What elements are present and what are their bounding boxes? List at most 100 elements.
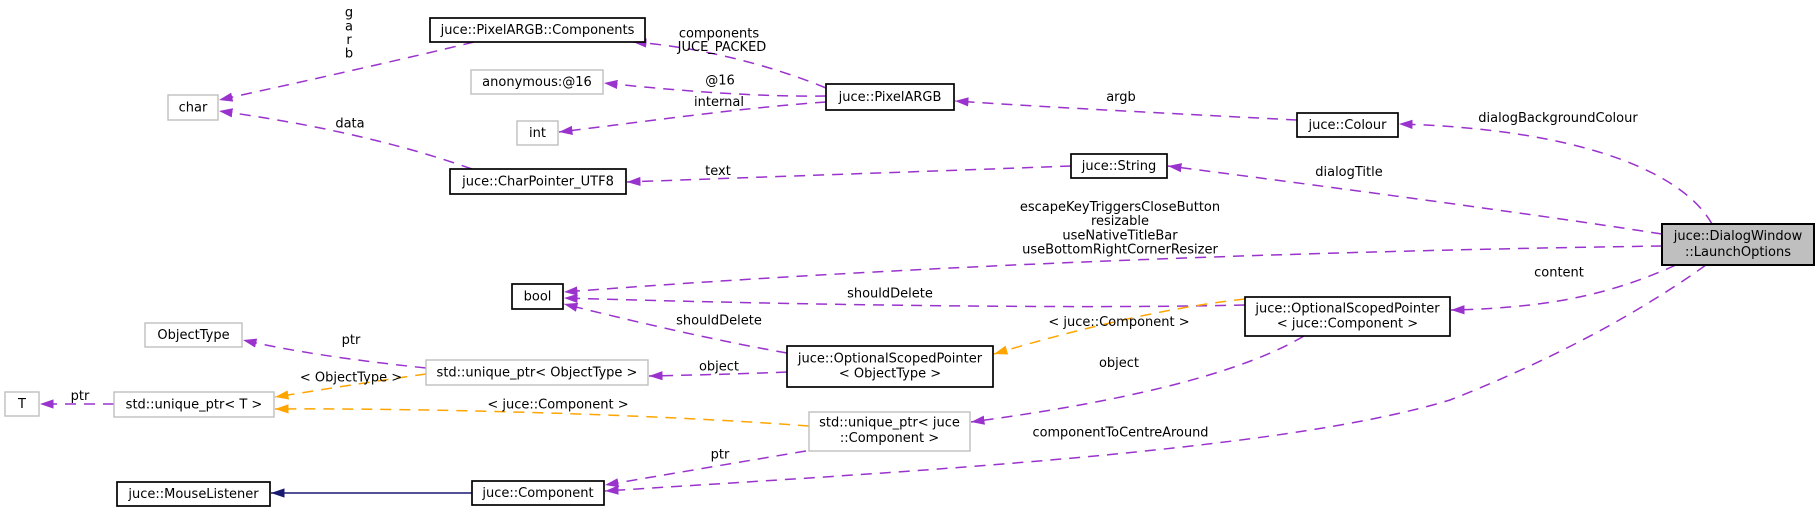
edge-label-should-delete-objecttype: shouldDelete bbox=[676, 314, 762, 329]
node-t-label: T bbox=[17, 397, 26, 412]
node-uptr-component[interactable]: std::unique_ptr< juce ::Component > bbox=[808, 411, 971, 452]
node-colour[interactable]: juce::Colour bbox=[1296, 112, 1399, 138]
edge-label-argb: argb bbox=[1106, 90, 1136, 105]
edge-uptr-objecttype-to-objecttype bbox=[242, 338, 427, 369]
node-string[interactable]: juce::String bbox=[1070, 153, 1168, 179]
node-bool[interactable]: bool bbox=[511, 283, 564, 310]
node-launchoptions-box[interactable] bbox=[1661, 223, 1815, 266]
node-osp-component[interactable]: juce::OptionalScopedPointer < juce::Comp… bbox=[1244, 296, 1451, 337]
node-int[interactable]: int bbox=[516, 120, 559, 146]
edge-string-to-charpointer bbox=[626, 165, 1072, 187]
node-osp-component-box[interactable] bbox=[1244, 296, 1451, 337]
edge-osp-objecttype-to-bool bbox=[563, 302, 788, 354]
edge-osp-component-to-bool bbox=[563, 293, 1246, 308]
nodes: juce::PixelARGB::Components anonymous:@1… bbox=[4, 17, 1815, 507]
edge-label-should-delete-component: shouldDelete bbox=[847, 287, 933, 302]
node-uptr-component-label-line2: ::Component > bbox=[840, 431, 939, 446]
node-objecttype-label: ObjectType bbox=[157, 328, 229, 343]
node-anonymous16[interactable]: anonymous:@16 bbox=[470, 69, 604, 95]
edge-label-data: data bbox=[335, 117, 364, 132]
edge-label-garb-b: b bbox=[345, 47, 353, 62]
node-osp-objecttype[interactable]: juce::OptionalScopedPointer < ObjectType… bbox=[786, 345, 994, 388]
node-int-box[interactable] bbox=[516, 120, 559, 146]
edge-label-escape-key: escapeKeyTriggersCloseButton bbox=[1020, 200, 1220, 215]
edge-label-juce-packed: JUCE_PACKED bbox=[677, 40, 767, 55]
node-launchoptions-label-line1: juce::DialogWindow bbox=[1673, 229, 1803, 244]
node-charpointer-utf8-label: juce::CharPointer_UTF8 bbox=[461, 175, 614, 190]
node-char-box[interactable] bbox=[167, 94, 219, 121]
edge-pixelargb-to-anonymous16 bbox=[603, 79, 827, 97]
node-colour-label: juce::Colour bbox=[1308, 118, 1388, 133]
node-osp-component-label-line2: < juce::Component > bbox=[1277, 317, 1418, 332]
edge-pixelargb-to-components bbox=[632, 38, 827, 89]
node-anonymous16-box[interactable] bbox=[470, 69, 604, 95]
node-osp-objecttype-label-line2: < ObjectType > bbox=[839, 367, 941, 382]
node-t[interactable]: T bbox=[4, 391, 40, 417]
edge-colour-to-pixelargb bbox=[954, 97, 1298, 121]
node-uptr-t-label: std::unique_ptr< T > bbox=[126, 398, 263, 413]
node-uptr-component-box[interactable] bbox=[808, 411, 971, 452]
node-launchoptions[interactable]: juce::DialogWindow ::LaunchOptions bbox=[1661, 223, 1815, 266]
node-pixelargb-components-label: juce::PixelARGB::Components bbox=[440, 23, 635, 38]
edge-label-use-bottom-right: useBottomRightCornerResizer bbox=[1022, 243, 1218, 258]
edge-label-text: text bbox=[705, 164, 731, 179]
node-uptr-component-label-line1: std::unique_ptr< juce bbox=[819, 416, 960, 431]
edge-launchoptions-to-osp-component bbox=[1450, 264, 1677, 315]
node-string-label: juce::String bbox=[1081, 159, 1157, 174]
node-char[interactable]: char bbox=[167, 94, 219, 121]
edge-launchoptions-to-colour bbox=[1398, 119, 1713, 225]
edge-label-content: content bbox=[1534, 266, 1584, 281]
edge-launchoptions-to-bool bbox=[563, 245, 1663, 296]
node-objecttype-box[interactable] bbox=[144, 322, 243, 348]
edge-template-uptr-objecttype bbox=[274, 373, 427, 400]
edge-label-resizable: resizable bbox=[1091, 214, 1149, 229]
node-pixelargb-label: juce::PixelARGB bbox=[838, 90, 942, 105]
node-string-box[interactable] bbox=[1070, 153, 1168, 179]
node-osp-objecttype-box[interactable] bbox=[786, 345, 994, 388]
edge-osp-component-to-uptr-component bbox=[970, 335, 1305, 425]
edge-template-osp-component bbox=[993, 298, 1246, 355]
node-component[interactable]: juce::Component bbox=[471, 480, 605, 506]
edge-label-use-native-title-bar: useNativeTitleBar bbox=[1062, 228, 1178, 243]
edge-pixelargb-to-int bbox=[558, 101, 827, 135]
node-uptr-objecttype-label: std::unique_ptr< ObjectType > bbox=[437, 366, 638, 381]
node-bool-label: bool bbox=[524, 290, 552, 305]
node-colour-box[interactable] bbox=[1296, 112, 1399, 138]
node-int-label: int bbox=[529, 126, 546, 141]
node-charpointer-utf8-box[interactable] bbox=[449, 168, 627, 195]
node-pixelargb[interactable]: juce::PixelARGB bbox=[825, 83, 955, 111]
node-uptr-t[interactable]: std::unique_ptr< T > bbox=[113, 391, 275, 418]
edge-label-template-osp-component: < juce::Component > bbox=[1048, 315, 1189, 330]
edge-launchoptions-to-component bbox=[604, 264, 1707, 495]
edge-components-to-char bbox=[218, 41, 475, 102]
node-objecttype[interactable]: ObjectType bbox=[144, 322, 243, 348]
node-pixelargb-box[interactable] bbox=[825, 83, 955, 111]
edge-label-ptr-component: ptr bbox=[711, 448, 730, 463]
node-uptr-t-box[interactable] bbox=[113, 391, 275, 418]
edge-label-ptr-t: ptr bbox=[71, 389, 90, 404]
node-osp-component-label-line1: juce::OptionalScopedPointer bbox=[1254, 302, 1440, 317]
node-pixelargb-components-box[interactable] bbox=[429, 17, 646, 43]
edge-label-garb-a: a bbox=[345, 20, 353, 35]
edge-launchoptions-to-string bbox=[1167, 163, 1663, 235]
node-t-box[interactable] bbox=[4, 391, 40, 417]
node-bool-box[interactable] bbox=[511, 283, 564, 310]
node-component-label: juce::Component bbox=[481, 486, 593, 501]
node-component-box[interactable] bbox=[471, 480, 605, 506]
node-osp-objecttype-label-line1: juce::OptionalScopedPointer bbox=[797, 352, 983, 367]
node-uptr-objecttype-box[interactable] bbox=[425, 359, 649, 386]
edge-label-object-component: object bbox=[1099, 356, 1139, 371]
node-uptr-objecttype[interactable]: std::unique_ptr< ObjectType > bbox=[425, 359, 649, 386]
edge-label-dialog-title: dialogTitle bbox=[1315, 165, 1383, 180]
node-charpointer-utf8[interactable]: juce::CharPointer_UTF8 bbox=[449, 168, 627, 195]
edges bbox=[40, 38, 1713, 498]
edge-labels: g a r b components JUCE_PACKED @16 inter… bbox=[71, 6, 1639, 463]
edge-label-template-uptr-objecttype: < ObjectType > bbox=[300, 371, 402, 386]
node-mouselistener[interactable]: juce::MouseListener bbox=[116, 481, 271, 507]
edge-label-garb-r: r bbox=[346, 33, 352, 48]
edge-label-internal: internal bbox=[694, 95, 744, 110]
edge-label-object-objecttype: object bbox=[699, 360, 739, 375]
node-pixelargb-components[interactable]: juce::PixelARGB::Components bbox=[429, 17, 646, 43]
node-mouselistener-box[interactable] bbox=[116, 481, 271, 507]
edge-label-template-uptr-component: < juce::Component > bbox=[487, 398, 628, 413]
